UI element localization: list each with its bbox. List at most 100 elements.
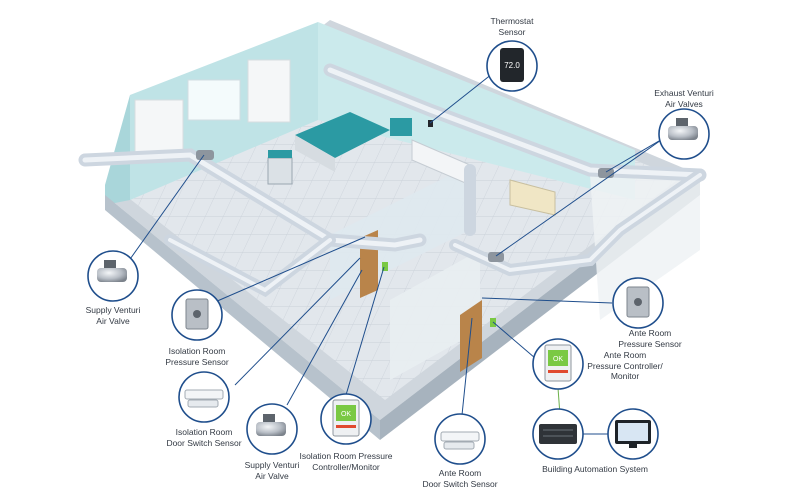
supply-bottom-callout bbox=[246, 403, 298, 455]
label-exhaust-valves: Exhaust Venturi Air Valves bbox=[654, 88, 714, 109]
label-thermostat-sensor: Thermostat Sensor bbox=[491, 16, 534, 37]
actuator-icon bbox=[263, 414, 275, 422]
controller-screen-text: OK bbox=[553, 356, 563, 363]
label-iso-door: Isolation Room Door Switch Sensor bbox=[166, 427, 241, 448]
leader-thermostat bbox=[429, 69, 498, 124]
label-supply-bottom: Supply Venturi Air Valve bbox=[245, 460, 300, 481]
right-wall bbox=[590, 175, 700, 320]
label-line: Exhaust Venturi bbox=[654, 88, 714, 98]
thermostat-reading: 72.0 bbox=[504, 61, 520, 70]
label-line: Ante Room bbox=[438, 468, 482, 478]
label-ante-controller: Ante Room Pressure Controller/ Monitor bbox=[587, 350, 663, 382]
controller-screen-text: OK bbox=[341, 411, 351, 418]
callouts: 72.0 bbox=[87, 40, 710, 465]
ante-controller-callout: OK bbox=[532, 338, 584, 390]
door-switch-icon bbox=[440, 431, 480, 442]
controller-strip bbox=[336, 425, 356, 428]
thermostat-icon bbox=[500, 48, 524, 82]
ante-wall bbox=[390, 250, 480, 380]
label-iso-controller: Isolation Room Pressure Controller/Monit… bbox=[299, 451, 392, 472]
leader-supply-left bbox=[127, 154, 205, 263]
label-line: Pressure Sensor bbox=[618, 338, 682, 349]
bedside-cabinet bbox=[267, 157, 293, 185]
front-wall-left bbox=[105, 195, 380, 440]
exhaust-callout bbox=[658, 108, 710, 160]
leader-ante-controller bbox=[492, 321, 536, 359]
label-supply-left: Supply Venturi Air Valve bbox=[86, 305, 141, 326]
label-line: Air Valve bbox=[255, 470, 289, 481]
curtain bbox=[247, 59, 291, 123]
thermostat-callout: 72.0 bbox=[486, 40, 538, 92]
building-model bbox=[105, 20, 700, 440]
door-switch-icon bbox=[184, 389, 224, 400]
label-line: Air Valve bbox=[96, 315, 130, 326]
label-line: Thermostat bbox=[490, 16, 534, 26]
label-line: Controller/Monitor bbox=[312, 461, 380, 472]
controller-screen bbox=[548, 350, 568, 366]
leader-exhaust-2 bbox=[495, 137, 665, 257]
leader-ante-pressure bbox=[481, 297, 613, 304]
iso-pressure-callout bbox=[171, 289, 223, 341]
label-line: Door Switch Sensor bbox=[166, 437, 242, 448]
cabinet-top bbox=[268, 150, 292, 158]
monitor-stand bbox=[629, 444, 637, 448]
supply-valve-body bbox=[196, 150, 214, 160]
hospital-bed bbox=[295, 112, 390, 158]
label-line: Air Valves bbox=[665, 98, 703, 109]
actuator-icon bbox=[104, 260, 116, 268]
bas-callout-left bbox=[532, 408, 584, 460]
leader-iso-door bbox=[234, 257, 361, 386]
controller-strip bbox=[548, 370, 568, 373]
leader-lines bbox=[127, 69, 665, 435]
chair bbox=[390, 118, 412, 136]
exhaust-valve-body bbox=[598, 168, 614, 178]
label-line: Monitor bbox=[610, 371, 640, 381]
ante-valve-body bbox=[488, 252, 504, 262]
label-line: Door Switch Sensor bbox=[422, 478, 498, 489]
iso-controller-callout: OK bbox=[320, 393, 372, 445]
label-line: Isolation Room Pressure bbox=[299, 451, 393, 461]
exhaust-valve-icon bbox=[668, 126, 698, 140]
controller-screen bbox=[336, 405, 356, 421]
label-line: Ante Room bbox=[603, 350, 647, 360]
label-iso-pressure: Isolation Room Pressure Sensor bbox=[165, 346, 228, 367]
label-line: Pressure Sensor bbox=[165, 356, 229, 367]
branch-duct-hl bbox=[168, 238, 332, 293]
label-line: Ante Room bbox=[628, 328, 672, 338]
label-ante-door: Ante Room Door Switch Sensor bbox=[422, 468, 497, 489]
supply-left-callout bbox=[87, 250, 139, 302]
supply-valve-icon bbox=[97, 268, 127, 282]
iso-door-callout bbox=[178, 371, 230, 423]
leader-exhaust-1 bbox=[605, 137, 665, 173]
bas-callout-right bbox=[607, 408, 659, 460]
bed-frame bbox=[295, 135, 335, 172]
ante-door bbox=[460, 300, 482, 372]
ante-door-callout bbox=[434, 413, 486, 465]
label-bas: Building Automation System bbox=[542, 464, 648, 475]
sensor-dot bbox=[193, 310, 201, 318]
label-line: Building Automation System bbox=[542, 464, 648, 474]
left-wall bbox=[105, 95, 130, 205]
label-line: Supply Venturi bbox=[85, 305, 141, 315]
label-line: Isolation Room bbox=[175, 427, 233, 437]
wall-thermostat bbox=[428, 120, 433, 127]
door-switch-icon-2 bbox=[443, 441, 475, 450]
monitor-screen bbox=[618, 423, 648, 441]
label-line: Isolation Room bbox=[168, 346, 226, 356]
sensor-dot bbox=[634, 298, 642, 306]
wall-controller bbox=[382, 262, 388, 271]
label-line: Supply Venturi bbox=[244, 460, 300, 470]
leader-ante-door bbox=[461, 317, 473, 416]
door-switch-icon-2 bbox=[187, 399, 219, 408]
actuator-icon bbox=[676, 118, 688, 126]
exhaust-duct-hl bbox=[327, 67, 703, 178]
label-ante-pressure: Ante Room Pressure Sensor bbox=[618, 328, 681, 349]
label-line: Sensor bbox=[498, 26, 526, 37]
label-line: Pressure Controller/ bbox=[587, 360, 663, 371]
window bbox=[187, 79, 241, 121]
supply-valve-icon bbox=[256, 422, 286, 436]
ante-pressure-callout bbox=[612, 277, 664, 329]
leader-iso-pressure bbox=[214, 236, 366, 303]
